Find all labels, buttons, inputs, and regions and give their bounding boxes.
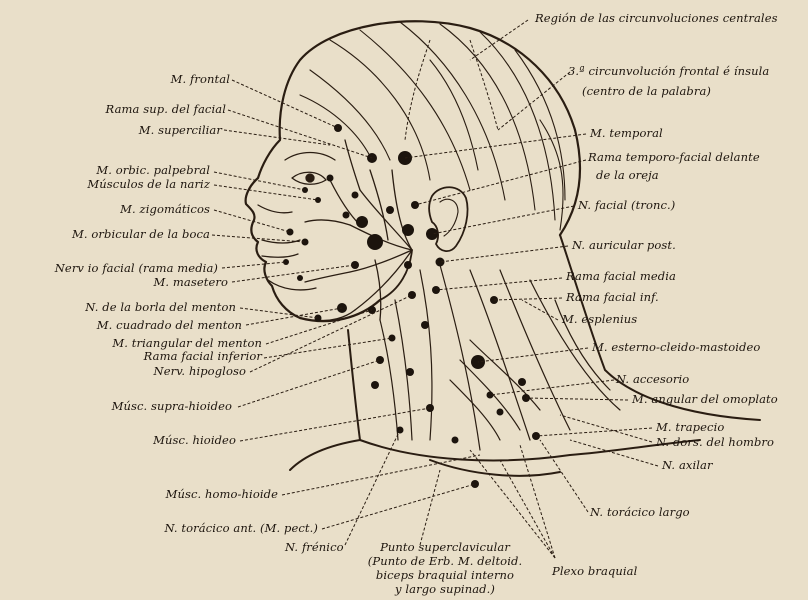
label-m-superciliar: M. superciliar xyxy=(100,124,222,137)
label-nervio-facial-media: Nerv io facial (rama media) xyxy=(10,262,218,275)
label-n-frenico: N. frénico xyxy=(285,541,344,554)
label-n-axilar: N. axilar xyxy=(662,459,713,472)
label-circunvolucion-frontal: 3.ª circunvolución frontal é ínsula xyxy=(568,65,769,78)
label-m-masetero: M. masetero xyxy=(100,276,228,289)
label-n-borla-menton: N. de la borla del menton xyxy=(40,301,236,314)
label-n-toracico-largo: N. torácico largo xyxy=(590,506,690,519)
label-centro-palabra: (centro de la palabra) xyxy=(582,85,711,98)
label-musc-supra-hioideo: Músc. supra-hioideo xyxy=(60,400,232,413)
label-m-esplenius: M. esplenius xyxy=(562,313,637,326)
label-punto-erb: (Punto de Erb. M. deltoid. xyxy=(345,555,545,568)
label-rama-facial-media: Rama facial media xyxy=(566,270,676,283)
label-m-angular-omoplato: M. angular del omoplato xyxy=(632,393,778,406)
label-rama-facial-inf: Rama facial inf. xyxy=(566,291,659,304)
label-m-trapecio: M. trapecio xyxy=(656,421,724,434)
label-m-frontal: M. frontal xyxy=(130,73,230,86)
label-biceps-braquial: biceps braquial interno xyxy=(345,569,545,582)
label-musc-hioideo: Músc. hioideo xyxy=(100,434,236,447)
label-m-temporal: M. temporal xyxy=(590,127,663,140)
label-n-facial-tronc: N. facial (tronc.) xyxy=(578,199,675,212)
label-punto-supraclavicular: Punto superclavicular xyxy=(345,541,545,554)
label-m-orbicular-boca: M. orbicular de la boca xyxy=(20,228,210,241)
label-n-accesorio: N. accesorio xyxy=(616,373,689,386)
label-plexo-braquial: Plexo braquial xyxy=(552,565,637,578)
label-rama-facial-inferior: Rama facial inferior xyxy=(60,350,262,363)
label-rama-sup-facial: Rama sup. del facial xyxy=(60,103,226,116)
label-m-esterno-cleido-mastoideo: M. esterno-cleido-mastoideo xyxy=(592,341,760,354)
label-n-dors-hombro: N. dors. del hombro xyxy=(656,436,774,449)
label-nerv-hipogloso: Nerv. hipogloso xyxy=(100,365,246,378)
label-n-toracico-ant: N. torácico ant. (M. pect.) xyxy=(100,522,318,535)
label-n-auricular-post: N. auricular post. xyxy=(572,239,676,252)
label-region-centrales: Región de las circunvoluciones centrales xyxy=(535,12,778,25)
label-musculos-nariz: Músculos de la nariz xyxy=(50,178,210,191)
label-m-zigomaticos: M. zigomáticos xyxy=(80,203,210,216)
label-m-orbic-palpebral: M. orbic. palpebral xyxy=(60,164,210,177)
label-rama-temporo-facial: Rama temporo-facial delante xyxy=(588,151,760,164)
label-largo-supinad: y largo supinad.) xyxy=(345,583,545,596)
label-musc-homo-hioide: Músc. homo-hioide xyxy=(100,488,278,501)
label-m-cuadrado-menton: M. cuadrado del menton xyxy=(60,319,242,332)
label-de-la-oreja: de la oreja xyxy=(596,169,659,182)
